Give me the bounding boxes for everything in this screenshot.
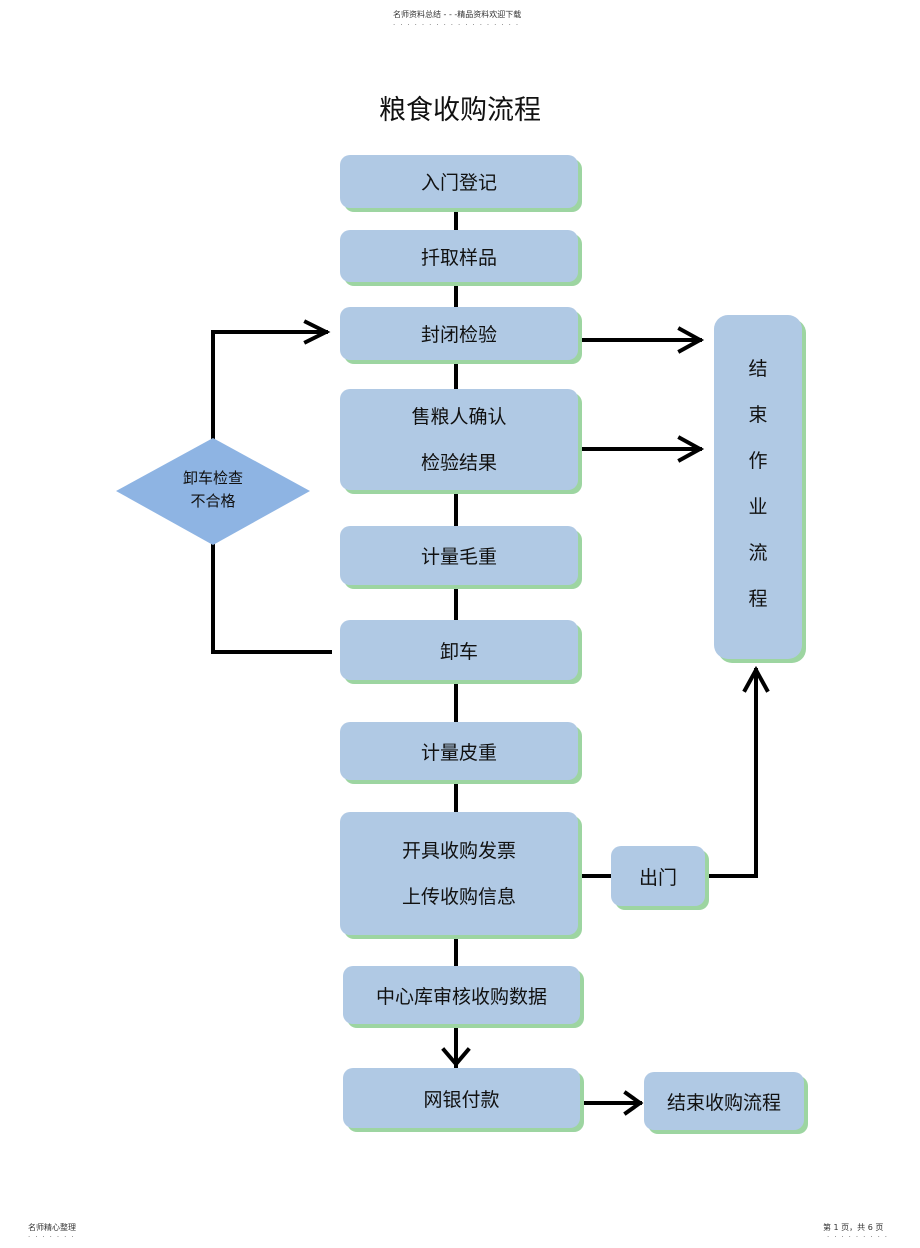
diagram-title: 粮食收购流程	[379, 95, 541, 126]
end-operation-char: 程	[748, 588, 768, 610]
step-center-review: 中心库审核收购数据	[343, 966, 580, 1024]
arrowhead-confirm-end	[677, 435, 705, 463]
step-seller-confirm: 售粮人确认 检验结果	[340, 389, 578, 490]
arrowhead-down	[441, 1047, 471, 1068]
step-entry-registration: 入门登记	[340, 155, 578, 208]
step-label-line2: 上传收购信息	[401, 885, 516, 908]
step-gross-weight: 计量毛重	[340, 526, 578, 585]
step-label: 扦取样品	[420, 246, 497, 269]
step-label-line1: 售粮人确认	[411, 405, 507, 428]
step-exit: 出门	[611, 846, 705, 906]
step-label: 中心库审核收购数据	[375, 985, 547, 1008]
end-operation-char: 结	[748, 358, 768, 380]
end-operation-box: 结 束 作 业 流 程	[714, 315, 802, 659]
step-sealed-inspection: 封闭检验	[340, 307, 578, 360]
step-invoice: 开具收购发票 上传收购信息	[340, 812, 578, 935]
footer-right-dots: ·········	[827, 1233, 893, 1241]
decision-diamond	[116, 438, 310, 545]
arrowhead-payment	[623, 1090, 644, 1116]
footer-left-note: 名师精心整理	[28, 1223, 76, 1232]
step-tare-weight: 计量皮重	[340, 722, 578, 780]
step-label: 入门登记	[420, 172, 497, 194]
feedback-line-bottom	[211, 543, 332, 654]
footer-left-dots: ·······	[28, 1233, 79, 1241]
arrowhead-feedback	[303, 319, 331, 345]
decision-label-line2: 不合格	[190, 492, 236, 510]
step-end-purchase: 结束收购流程	[644, 1072, 804, 1130]
end-operation-char: 业	[748, 496, 768, 518]
step-sampling: 扦取样品	[340, 230, 578, 282]
step-label: 结束收购流程	[666, 1091, 781, 1114]
step-label: 出门	[638, 866, 677, 889]
header-note: 名师资料总结 - - -精品资料欢迎下载	[393, 10, 522, 19]
step-label: 卸车	[439, 640, 478, 663]
step-label: 网银付款	[423, 1088, 500, 1111]
step-label: 计量皮重	[420, 741, 497, 764]
step-bank-payment: 网银付款	[343, 1068, 580, 1128]
step-unloading: 卸车	[340, 620, 578, 680]
step-label-line1: 开具收购发票	[401, 839, 516, 862]
page-number: 第 1 页，共 6 页	[823, 1223, 884, 1232]
feedback-line-top	[211, 330, 328, 440]
step-label: 封闭检验	[420, 324, 497, 346]
decision-label-line1: 卸车检查	[182, 469, 243, 487]
arrowhead-up	[742, 665, 770, 693]
step-label-line2: 检验结果	[420, 451, 497, 474]
end-operation-char: 束	[748, 404, 768, 426]
exit-to-end	[706, 668, 758, 878]
end-operation-char: 流	[748, 542, 768, 564]
decision-label: 卸车检查 不合格	[150, 467, 276, 513]
arrowhead-inspection-end	[677, 326, 705, 354]
step-label: 计量毛重	[420, 546, 497, 568]
header-dots: ··················	[393, 21, 524, 29]
end-operation-char: 作	[748, 450, 768, 472]
